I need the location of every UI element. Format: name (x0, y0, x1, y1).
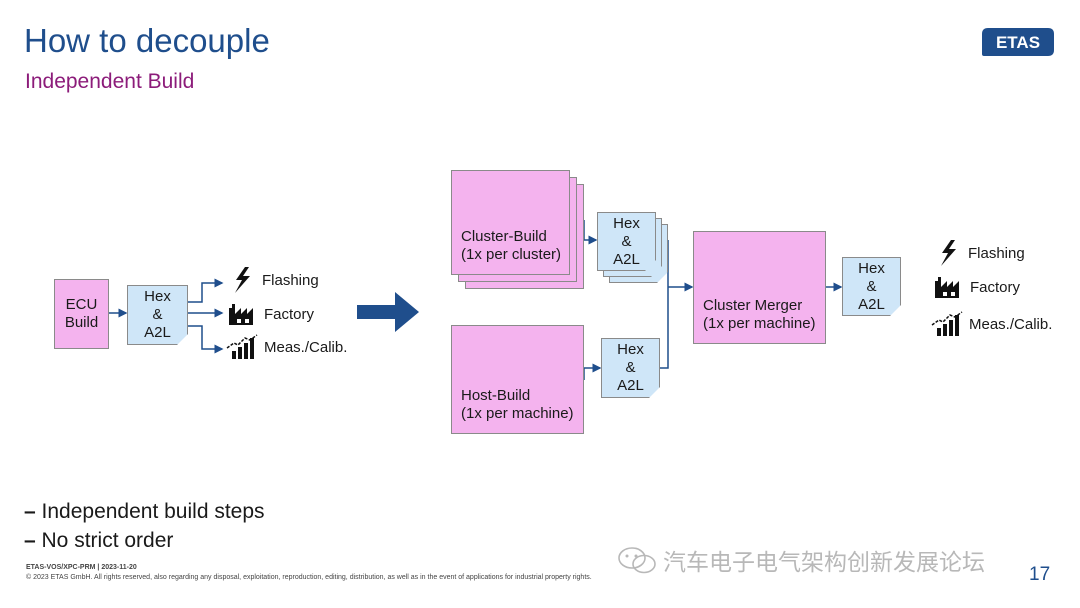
cluster-merger-box: Cluster Merger (1x per machine) (693, 231, 826, 344)
cluster-hex-a2l-box: Hex & A2L (597, 212, 656, 271)
etas-logo: ETAS (982, 28, 1054, 56)
host-hex-a2l-label: Hex & A2L (617, 341, 644, 394)
logo-text: ETAS (996, 33, 1040, 52)
legend-right-flashing: Flashing (934, 239, 1025, 267)
cluster-build-box: Cluster-Build (1x per cluster) (451, 170, 570, 275)
legend-right-factory-label: Factory (970, 278, 1021, 296)
legend-meas-label: Meas./Calib. (264, 338, 348, 356)
legend-right-meas: Meas./Calib. (931, 311, 1052, 337)
legend-meas: Meas./Calib. (226, 334, 347, 360)
legend-flashing: Flashing (228, 266, 319, 294)
factory-icon (229, 304, 253, 325)
transition-arrow (357, 292, 419, 332)
cluster-hex-a2l-label: Hex & A2L (613, 214, 640, 268)
page-title: How to decouple (24, 22, 270, 59)
footer-doc-id: ETAS-VOS/XPC-PRM | 2023-11-20 (26, 564, 137, 571)
host-build-sublabel: (1x per machine) (461, 405, 574, 422)
host-build-label: Host-Build (461, 387, 531, 404)
page-number: 17 (1029, 564, 1051, 585)
legend-right-flashing-label: Flashing (968, 244, 1025, 262)
bullet-item: Independent build steps (24, 497, 265, 526)
factory-icon (935, 277, 959, 298)
lightning-icon (235, 267, 250, 293)
hex-a2l-box: Hex & A2L (127, 285, 188, 345)
ecu-build-box: ECU Build (54, 279, 109, 349)
watermark: 汽车电子电气架构创新发展论坛 (617, 543, 985, 577)
legend-flashing-label: Flashing (262, 271, 319, 289)
lightning-icon (941, 240, 956, 266)
merger-hex-a2l-label: Hex & A2L (858, 259, 885, 313)
cluster-build-label: Cluster-Build (461, 228, 547, 245)
page-subtitle: Independent Build (25, 70, 195, 93)
chart-icon (931, 311, 963, 336)
bullet-item: No strict order (24, 526, 265, 555)
merger-hex-a2l-box: Hex & A2L (842, 257, 901, 316)
wechat-icon (618, 547, 656, 574)
cluster-merger-label: Cluster Merger (703, 297, 803, 314)
chart-icon (226, 334, 258, 359)
hex-a2l-label: Hex & A2L (144, 288, 171, 341)
connector-hex-merge-bottom (660, 285, 669, 369)
connector-host-hex (583, 363, 602, 380)
cluster-merger-sublabel: (1x per machine) (703, 315, 816, 332)
footer-copyright: © 2023 ETAS GmbH. All rights reserved, a… (26, 574, 592, 581)
connector-hex-flashing (188, 278, 224, 303)
cluster-build-sublabel: (1x per cluster) (461, 246, 562, 263)
host-hex-a2l-box: Hex & A2L (601, 338, 660, 398)
ecu-build-label: ECU Build (64, 296, 99, 331)
legend-right-factory: Factory (934, 275, 1020, 299)
connector-hex-meas (188, 325, 224, 354)
watermark-text: 汽车电子电气架构创新发展论坛 (663, 549, 985, 575)
legend-factory-label: Factory (264, 305, 315, 323)
connector-cluster-hex (583, 220, 598, 245)
host-build-box: Host-Build (1x per machine) (451, 325, 584, 434)
bullet-list: Independent build steps No strict order (24, 497, 265, 555)
legend-right-meas-label: Meas./Calib. (969, 315, 1053, 333)
legend-factory: Factory (228, 302, 314, 326)
